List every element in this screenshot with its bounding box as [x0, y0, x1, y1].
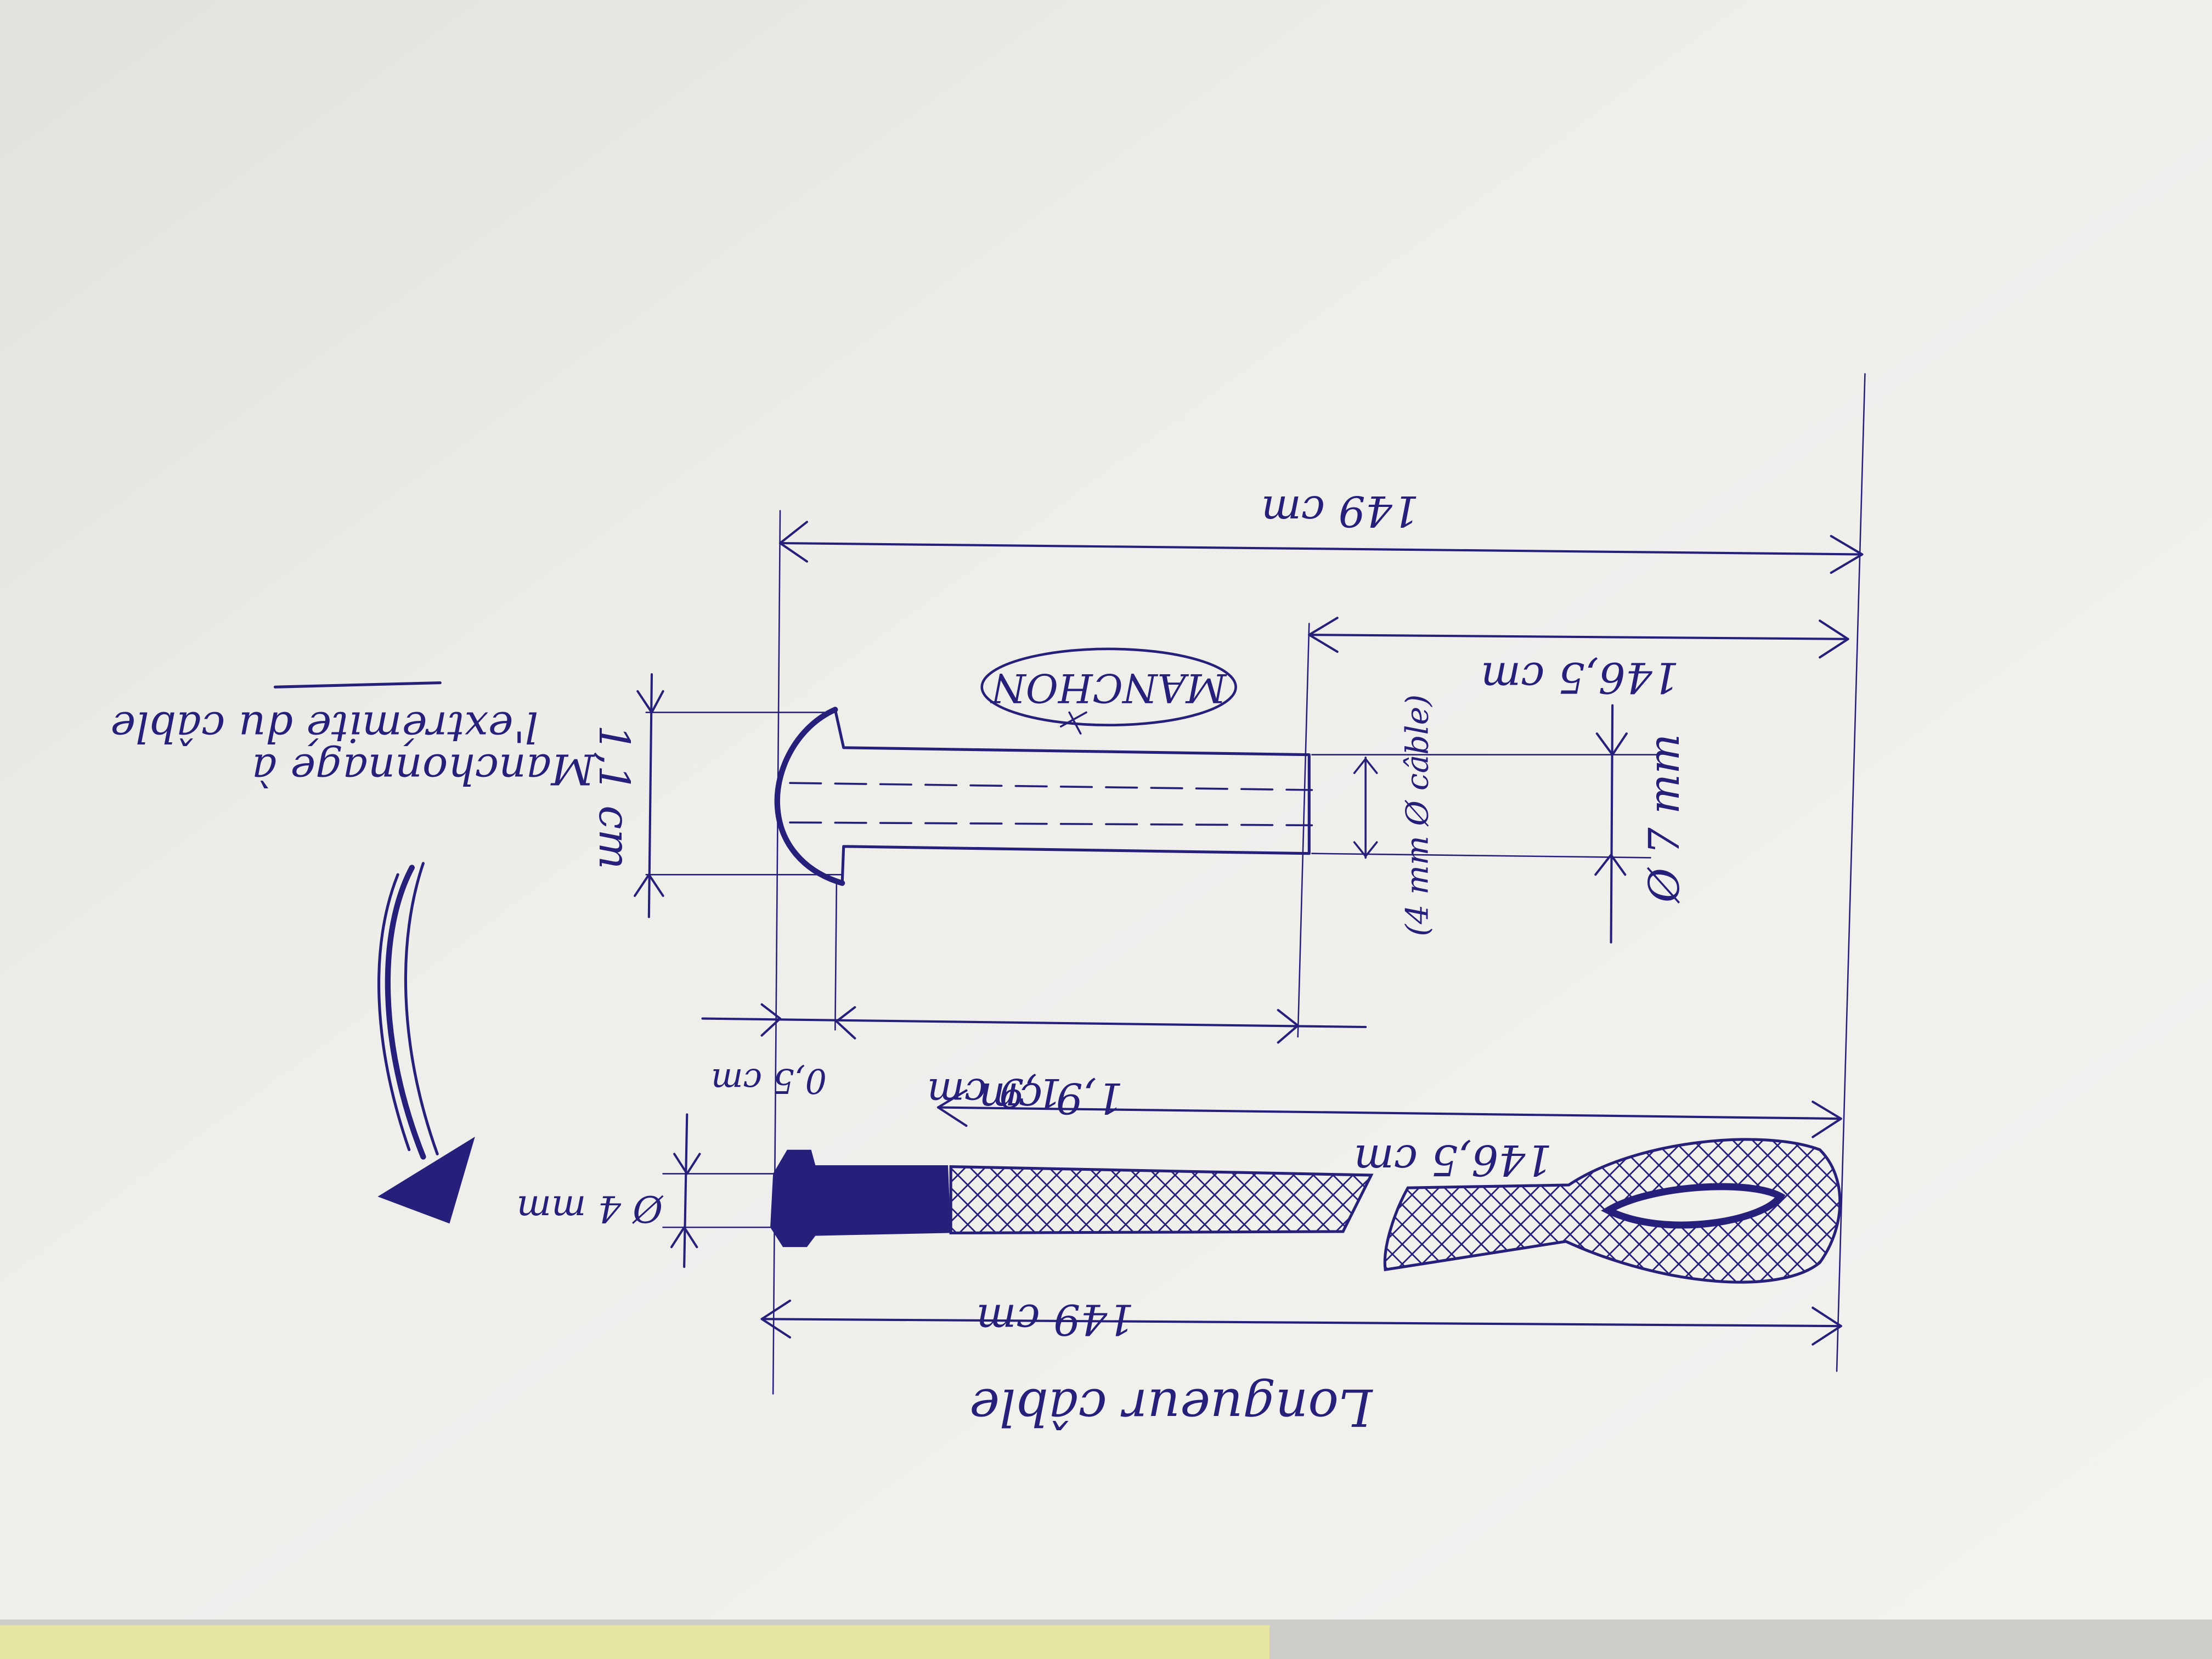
dimension-line-bottom-diameter	[683, 1113, 689, 1268]
label-bottom-total: 149 cm	[976, 1295, 1134, 1344]
cable-hatched	[949, 1165, 1374, 1235]
paper-sheet	[0, 0, 2212, 1620]
sleeve-drawing: 149 cm 146,5 cm 1,1 cm 0,5 cm 1,9 cm Ø 7…	[589, 373, 1866, 1395]
part-name-bubble	[980, 647, 1237, 727]
arrowhead	[636, 690, 664, 714]
arrowhead	[1819, 619, 1849, 659]
arrowhead	[1353, 758, 1378, 774]
label-bottom-partial: 146,5 cm	[1354, 1135, 1553, 1184]
arrowhead	[634, 873, 664, 897]
arrowhead-icon	[377, 1137, 475, 1224]
label-outer-diameter: Ø 7 mm	[1640, 734, 1689, 904]
label-partial-top: 146,5 cm	[1481, 653, 1679, 702]
sleeve-head	[774, 707, 845, 886]
curved-arrow	[385, 865, 426, 1160]
arrowhead	[1812, 1101, 1842, 1138]
part-name-label: MANCHON	[990, 665, 1228, 711]
arrowhead	[1595, 732, 1628, 756]
dimension-line-bottom	[936, 1106, 1842, 1120]
dimension-line-outer-diameter	[1610, 704, 1614, 944]
dimension-line-partial	[1308, 634, 1849, 640]
cable-length-label: Longueur câble	[969, 1378, 1373, 1437]
dimension-line-bottom-total	[760, 1318, 1842, 1328]
arrowhead	[1308, 617, 1339, 653]
extension-line	[772, 510, 781, 1395]
extension-line	[834, 881, 838, 1031]
arrowhead	[673, 1153, 701, 1175]
arrowhead	[1353, 841, 1378, 857]
arrowhead	[936, 1089, 968, 1127]
label-sleeve-length: 1,9 cm	[979, 1073, 1123, 1122]
dimension-line-total	[778, 541, 1864, 556]
arrowhead	[1594, 854, 1627, 876]
extension-line	[1297, 623, 1310, 1038]
dimension-line-sleeve	[701, 1017, 1367, 1029]
annotation-line2: l'extrémité du câble	[110, 702, 538, 752]
curved-arrow	[377, 862, 439, 1155]
arrowhead	[835, 1006, 856, 1040]
label-bottom-sleeve: 1,9 cm	[927, 1070, 1062, 1116]
label-total-top: 149 cm	[1261, 486, 1419, 535]
cable-drawing: 146,5 cm 1,9 cm Ø 4 mm 149 cm Longueur c…	[517, 1070, 1842, 1437]
label-head-width: 0,5 cm	[711, 1061, 827, 1101]
crimped-sleeve	[770, 1149, 951, 1248]
sleeve-head	[833, 708, 1311, 885]
arrowhead	[778, 521, 808, 563]
arrowhead	[1830, 535, 1864, 574]
cable-eye	[1601, 1183, 1786, 1229]
label-cable-diameter: (4 mm Ø câble)	[1399, 695, 1435, 936]
arrowhead	[1812, 1306, 1842, 1346]
sleeve-bore	[789, 821, 1313, 827]
arrowhead	[670, 1226, 698, 1249]
label-bottom-diameter: Ø 4 mm	[517, 1188, 664, 1231]
highlighter-strip	[0, 1625, 1270, 1659]
pen-mark	[1059, 711, 1087, 735]
annotation-line1: Manchonnage à	[252, 744, 596, 794]
arrowhead	[760, 1003, 782, 1037]
annotation: Manchonnage à l'extrémité du câble	[110, 681, 596, 1224]
label-head-height: 1,1 cm	[589, 725, 639, 869]
arrowhead	[760, 1299, 792, 1339]
extension-line	[1836, 373, 1866, 1372]
annotation-underline	[273, 681, 442, 689]
arrowhead	[1277, 1009, 1299, 1044]
sleeve-bore	[789, 782, 1313, 791]
